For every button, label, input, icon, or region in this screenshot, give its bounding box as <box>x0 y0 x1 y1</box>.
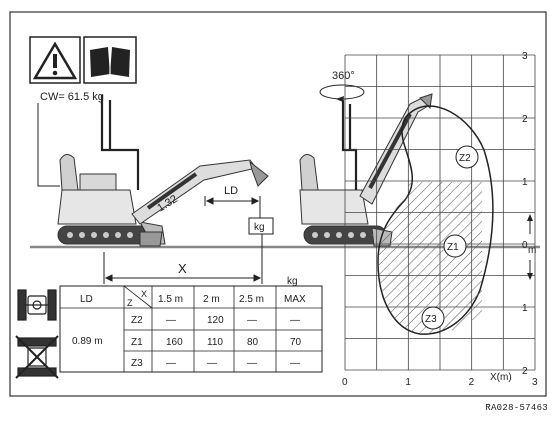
reference-code: RA028-57463 <box>485 403 548 413</box>
y-unit-label: m <box>528 245 536 256</box>
col-header-1: 2 m <box>203 294 220 305</box>
col-ld-header: LD <box>80 294 93 305</box>
zone-z1-label: Z1 <box>447 242 459 253</box>
manual-book-icon <box>83 36 137 84</box>
rated-zone-hatch <box>378 182 482 335</box>
table-cell: 70 <box>290 337 302 348</box>
table-cell: — <box>207 358 217 369</box>
table-cell: — <box>290 315 300 326</box>
table-cell: — <box>247 315 257 326</box>
col-header-2: 2.5 m <box>239 294 264 305</box>
x-label: X <box>178 261 187 276</box>
y-tick-label: 0 <box>522 240 528 251</box>
range-grid <box>344 54 536 371</box>
corner-x: X <box>141 289 147 299</box>
load-table: LD X Z 1.5 m 2 m 2.5 m MAX 0.89 m Z2 — 120… <box>59 285 323 373</box>
table-cell: — <box>247 358 257 369</box>
rotation-label: 360° <box>332 70 355 82</box>
no-side-lift-icon <box>15 335 59 379</box>
x-tick-label: 3 <box>532 377 538 388</box>
y-tick-label: 2 <box>522 366 528 377</box>
table-cell: — <box>166 315 176 326</box>
table-zone-cell: Z2 <box>131 315 143 326</box>
y-down-arrow-icon <box>527 260 533 280</box>
ld-dimension <box>204 196 261 206</box>
zone-z2-label: Z2 <box>459 153 471 164</box>
table-zone-cell: Z3 <box>131 358 143 369</box>
left-excavator <box>57 95 269 247</box>
x-tick-label: 1 <box>405 377 411 388</box>
col-header-0: 1.5 m <box>158 294 183 305</box>
load-box-label: kg <box>254 222 265 233</box>
warning-icon <box>29 36 81 84</box>
y-up-arrow-icon <box>527 214 533 234</box>
table-cell: — <box>166 358 176 369</box>
y-tick-label: 1 <box>522 303 528 314</box>
track-forward-icon <box>17 289 57 321</box>
x-dimension <box>103 234 263 284</box>
x-tick-label: 2 <box>469 377 475 388</box>
table-cell: 80 <box>247 337 259 348</box>
table-cell: 120 <box>207 315 224 326</box>
rotation-arrow-icon <box>336 96 344 102</box>
table-cell: — <box>290 358 300 369</box>
zone-z3-label: Z3 <box>425 314 437 325</box>
corner-z: Z <box>127 298 133 308</box>
table-cell: 110 <box>207 337 223 348</box>
zone-markers: Z2 Z1 Z3 <box>421 145 479 330</box>
load-box <box>248 217 274 235</box>
frame <box>9 11 547 397</box>
table-cell: 160 <box>166 337 183 348</box>
y-tick-label: 2 <box>522 114 528 125</box>
y-tick-label: 1 <box>522 177 528 188</box>
ld-label: LD <box>224 185 238 197</box>
y-tick-label: 3 <box>522 51 528 62</box>
x-axis-ticks: 0 1 2 3 <box>342 377 538 388</box>
y-axis-ticks: 3 2 1 0 1 2 <box>522 51 528 377</box>
table-unit: kg <box>287 276 298 287</box>
col-header-3: MAX <box>284 294 306 305</box>
counterweight-leader <box>37 103 60 187</box>
x-axis-label: X(m) <box>490 372 512 383</box>
table-zone-cell: Z1 <box>131 337 143 348</box>
x-tick-label: 0 <box>342 377 348 388</box>
ld-value: 0.89 m <box>72 336 103 347</box>
counterweight-label: CW= 61.5 kg <box>40 91 104 103</box>
